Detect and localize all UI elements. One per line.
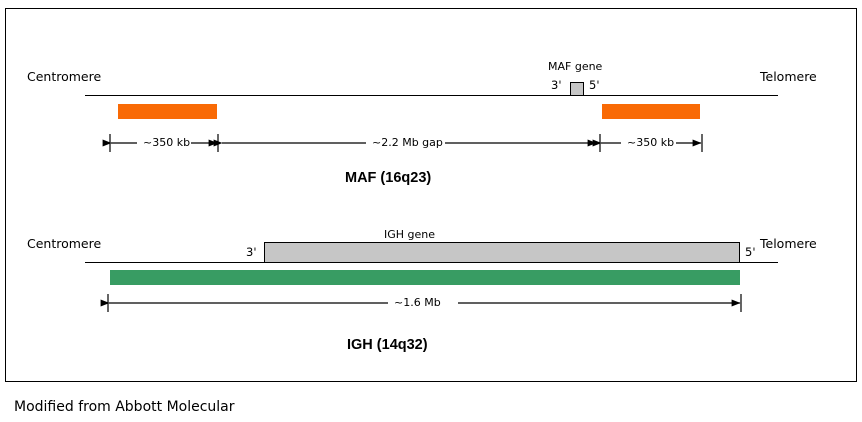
maf-centromere-label: Centromere	[27, 69, 102, 84]
maf-panel-title: MAF (16q23)	[345, 170, 432, 186]
maf-gene-label: MAF gene	[548, 60, 603, 73]
maf-measure-label-0: ~350 kb	[143, 136, 191, 149]
maf-chromosome-line	[85, 95, 778, 96]
maf-gene-5prime-label: 5'	[589, 78, 600, 92]
figure-border	[5, 8, 857, 382]
maf-measure-label-1: ~2.2 Mb gap	[372, 136, 443, 149]
maf-gene-3prime-label: 3'	[551, 78, 562, 92]
igh-probe-bar	[110, 270, 740, 285]
maf-telomere-label: Telomere	[760, 69, 817, 84]
igh-centromere-label: Centromere	[27, 236, 102, 251]
maf-probe-bar-telomeric	[602, 104, 700, 119]
maf-measure-label-2: ~350 kb	[627, 136, 675, 149]
maf-gene-box	[570, 82, 584, 96]
igh-measure-label-0: ~1.6 Mb	[394, 296, 441, 309]
igh-gene-5prime-label: 5'	[745, 245, 756, 259]
igh-gene-box	[264, 242, 740, 263]
figure-source-note: Modified from Abbott Molecular	[14, 399, 235, 415]
maf-probe-bar-centromeric	[118, 104, 217, 119]
igh-gene-3prime-label: 3'	[246, 245, 257, 259]
igh-gene-label: IGH gene	[384, 228, 436, 241]
igh-telomere-label: Telomere	[760, 236, 817, 251]
igh-panel-title: IGH (14q32)	[347, 337, 428, 353]
